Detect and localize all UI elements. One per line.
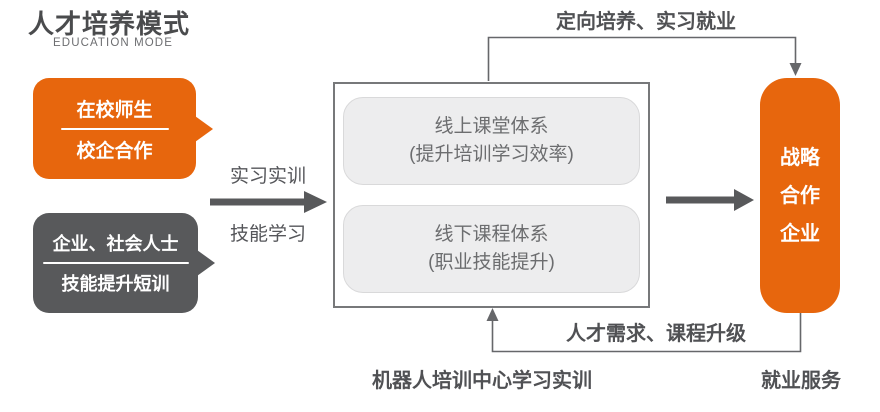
page-title: 人才培养模式 — [28, 9, 191, 39]
flow-label-directed-training: 定向培养、实习就业 — [556, 11, 736, 33]
bubble-pointer-icon — [197, 250, 215, 276]
transfer-label-skills: 技能学习 — [229, 224, 306, 245]
top-flow-line — [487, 36, 797, 81]
left-thick-arrowhead-icon — [304, 191, 327, 213]
bubble-school-students: 在校师生 校企合作 — [33, 78, 213, 179]
flow-label-talent-demand: 人才需求、课程升级 — [566, 323, 746, 345]
panel-online-title: 线上课堂体系 — [434, 116, 549, 137]
panel-offline-course: 线下课程体系 (职业技能提升) — [343, 205, 640, 293]
partner-line1: 战略 — [780, 146, 820, 169]
right-thick-arrowhead-icon — [734, 189, 754, 211]
caption-training-center: 机器人培训中心学习实训 — [372, 370, 592, 392]
panel-online-course: 线上课堂体系 (提升培训学习效率) — [343, 97, 640, 185]
divider — [60, 127, 169, 130]
bubble-pointer-icon — [195, 115, 213, 142]
bubble-enterprise-public: 企业、社会人士 技能提升短训 — [33, 213, 215, 313]
bubble-school-line2: 校企合作 — [76, 140, 153, 162]
transfer-label-practice: 实习实训 — [229, 166, 306, 187]
divider — [42, 262, 189, 264]
bubble-school-line1: 在校师生 — [76, 99, 153, 121]
bubble-public-line1: 企业、社会人士 — [52, 234, 179, 254]
training-center-box: 线上课堂体系 (提升培训学习效率) 线下课程体系 (职业技能提升) — [333, 82, 650, 308]
arrowhead-up-icon — [486, 308, 499, 321]
partner-line3: 企业 — [780, 222, 820, 245]
caption-employment-service: 就业服务 — [761, 370, 841, 392]
page-subtitle: EDUCATION MODE — [53, 37, 173, 49]
arrowhead-down-icon — [789, 63, 802, 76]
bubble-public-line2: 技能提升短训 — [61, 274, 170, 294]
partner-line2: 合作 — [780, 184, 820, 207]
strategic-partner-box: 战略 合作 企业 — [760, 78, 840, 313]
panel-online-subtitle: (提升培训学习效率) — [409, 144, 574, 165]
panel-offline-subtitle: (职业技能提升) — [428, 252, 555, 273]
panel-offline-title: 线下课程体系 — [434, 224, 549, 245]
